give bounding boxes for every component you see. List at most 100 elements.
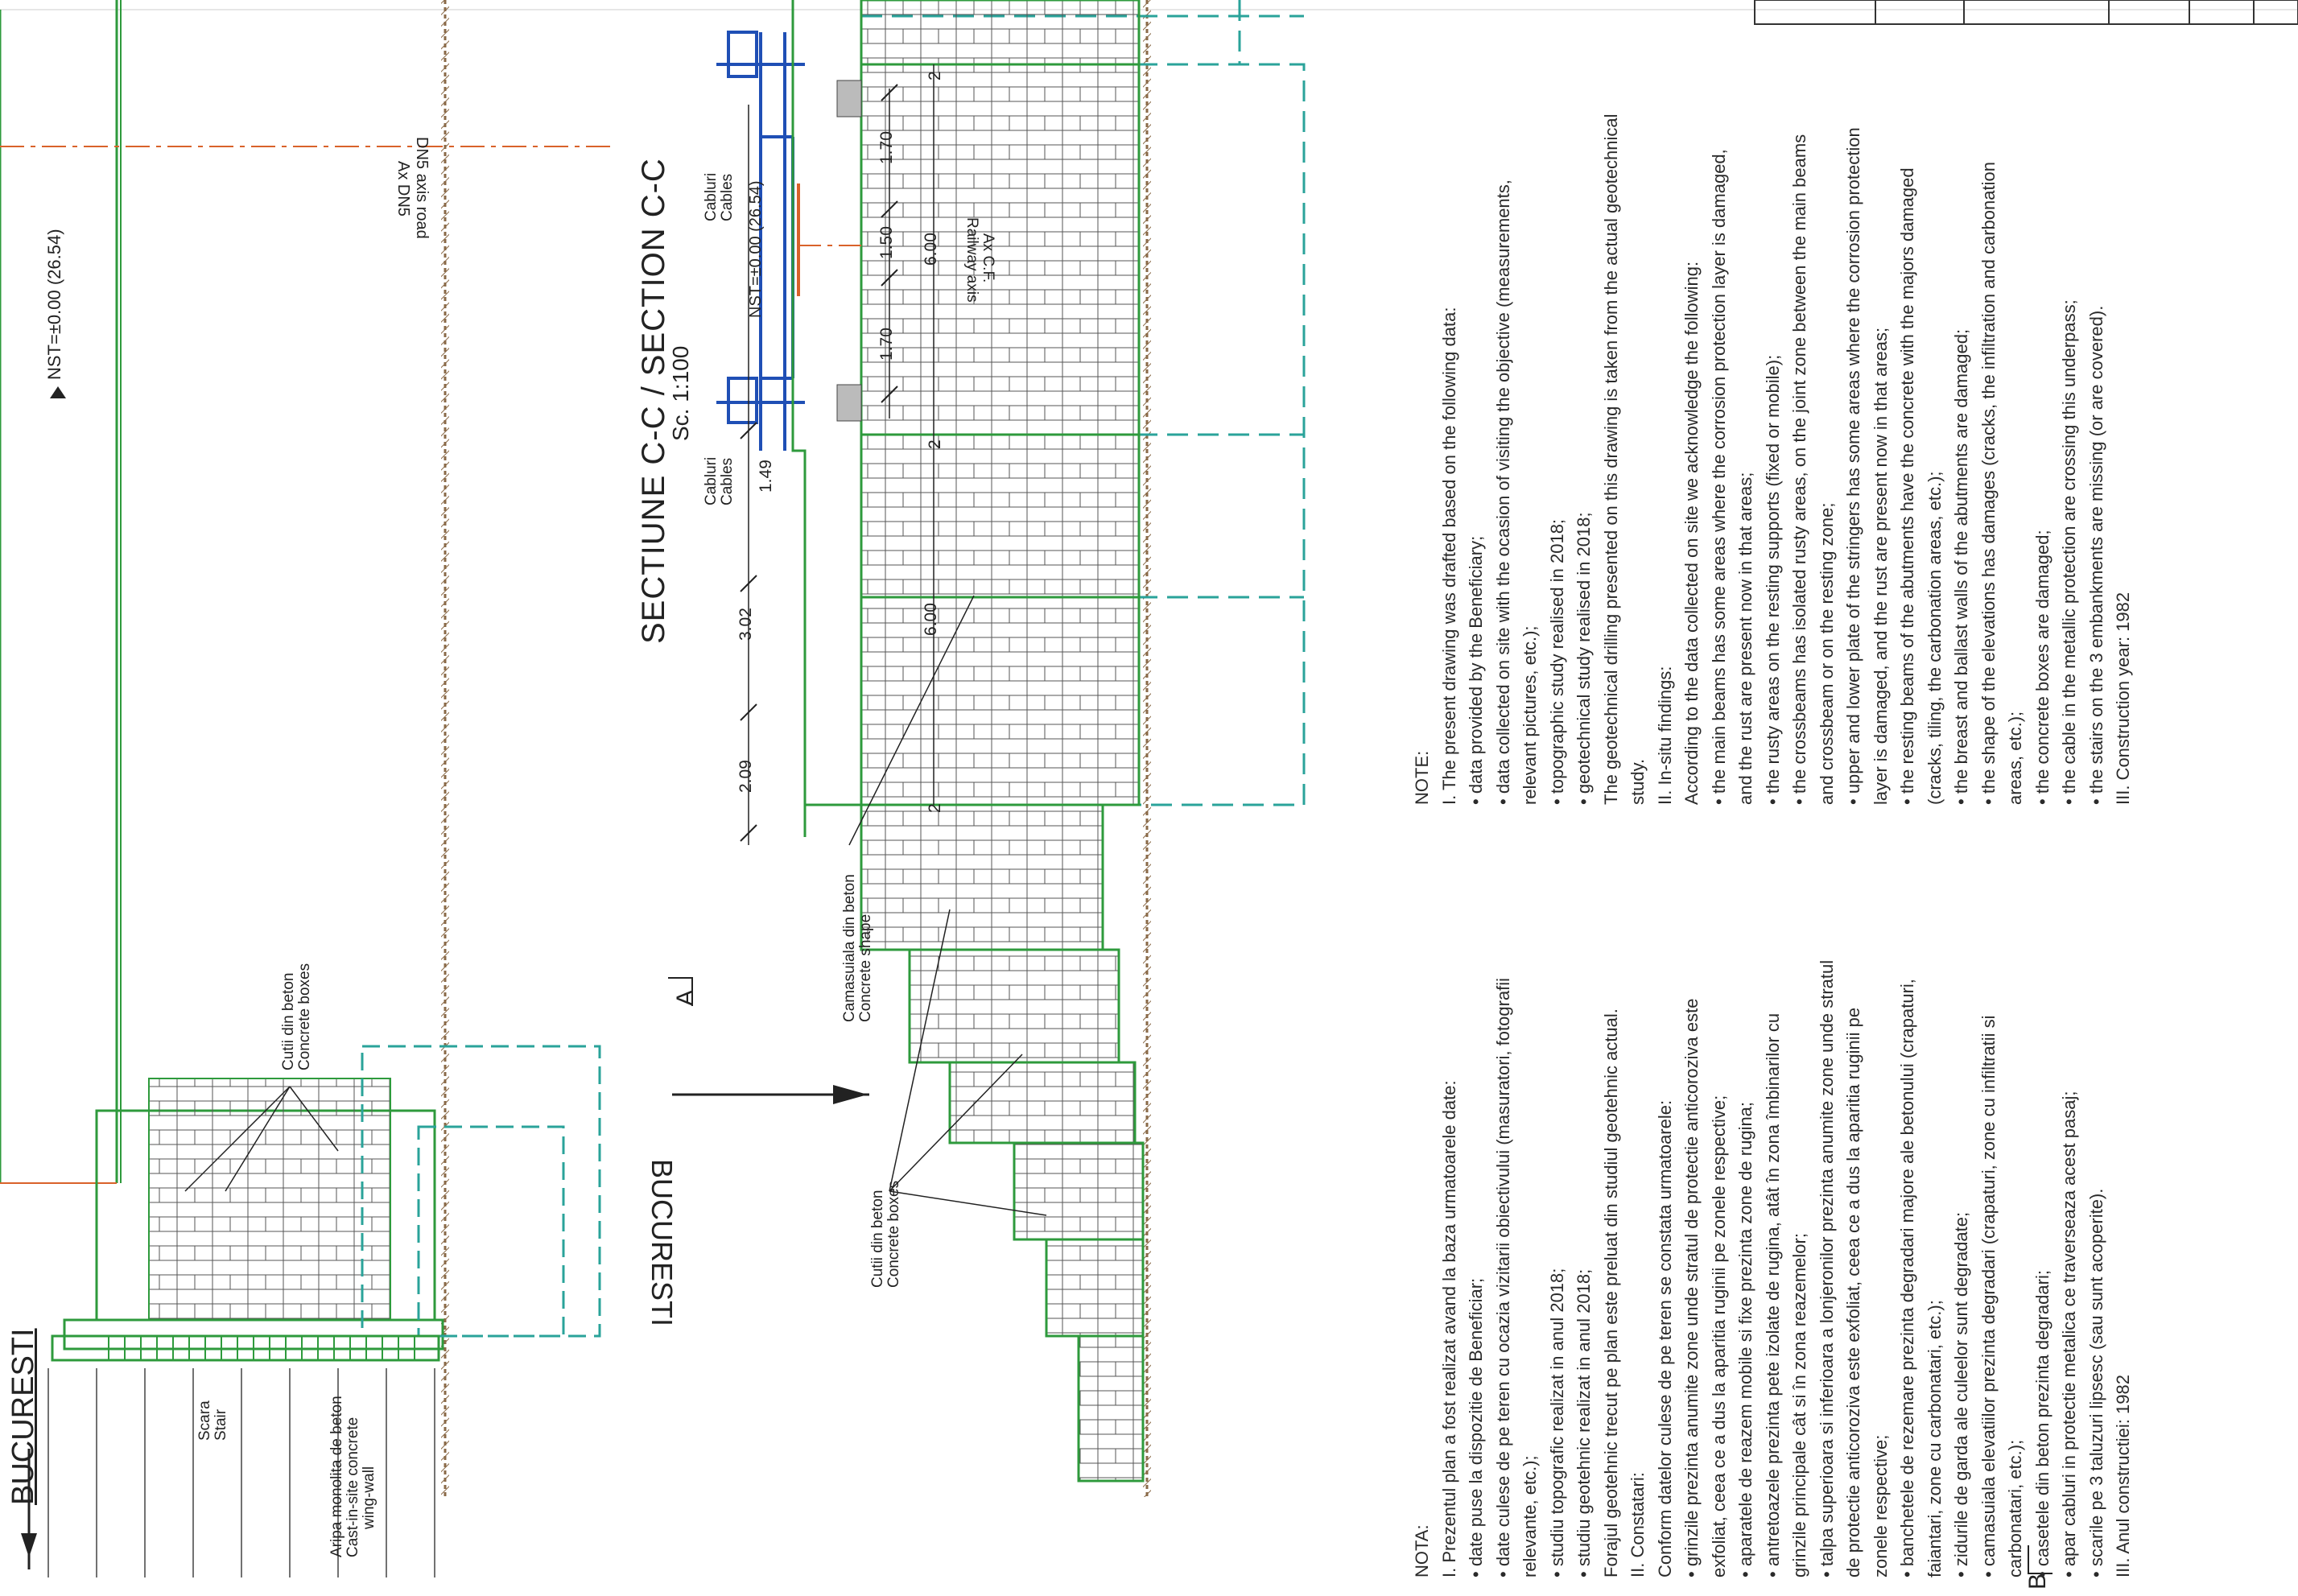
- cast-in-site-label: Cast-in-site concrete: [344, 1417, 361, 1557]
- notes-en-line: • topographic study realised in 2018;: [1546, 518, 1567, 805]
- dn5-axis-road-label: DN5 axis road: [413, 137, 431, 239]
- notes-ro-line: relevante, etc.);: [1520, 1455, 1540, 1577]
- cutii-beton-bottom-label: Cutii din beton: [869, 1190, 886, 1288]
- notes-ro-line: • talpa superioara si inferioara a lonje…: [1816, 959, 1837, 1577]
- notes-ro-line: de protectie anticoroziva este exfoliat,…: [1843, 1007, 1863, 1577]
- title-block-fragment: [1754, 0, 2298, 25]
- left-plan-view: [0, 0, 612, 1184]
- notes-en-line: II. In-situ findings:: [1654, 666, 1675, 805]
- notes-ro-line: grinzile principale cât si în zona reaze…: [1789, 1233, 1809, 1577]
- notes-en-line: and the rust are present now in that are…: [1735, 472, 1755, 805]
- cutii-beton-top-label: Cutii din beton: [280, 972, 297, 1070]
- concrete-boxes-bottom-label: Concrete boxes: [885, 1180, 902, 1288]
- section-marker-a: A: [672, 989, 699, 1006]
- notes-ro-line: • apar cabluri in protectie metalica ce …: [2059, 1091, 2079, 1577]
- notes-en-line: • the main beams has some areas where th…: [1708, 149, 1729, 805]
- dim-2-09: 2.09: [736, 760, 755, 793]
- dim-2-a: 2: [926, 71, 944, 80]
- notes-ro-line: • zidurile de garda ale culeelor sunt de…: [1951, 1211, 1971, 1577]
- notes-en-line: The geotechnical drilling presented on t…: [1600, 113, 1621, 805]
- ax-cf-label: Ax C.F.: [980, 233, 996, 283]
- notes-en-line: According to the data collected on site …: [1681, 261, 1702, 805]
- dim-1-70-a: 1.70: [877, 131, 896, 164]
- notes-english: NOTE: I. The present drawing was drafted…: [1409, 113, 2137, 805]
- notes-ro-line: • date culese de pe teren cu ocazia vizi…: [1492, 977, 1513, 1577]
- railway-axis-label: Railway axis: [963, 217, 980, 303]
- notes-en-line: • the shape of the elevations has damage…: [1978, 162, 1999, 805]
- notes-ro-line: Forajul geotehnic trecut pe plan este pr…: [1600, 1008, 1621, 1577]
- dim-1-49: 1.49: [757, 460, 775, 493]
- wing-wall-region: [47, 1045, 601, 1577]
- notes-en-line: • data collected on site with the ocasio…: [1492, 179, 1513, 805]
- section-cc: [716, 0, 1306, 1483]
- notes-ro-line: faiantari, zone cu carbonatari, etc.);: [1924, 1300, 1945, 1577]
- notes-ro-line: carbonatari, etc.);: [2005, 1439, 2025, 1577]
- notes-ro-line: • aparatele de reazem mobile si fixe pre…: [1735, 1101, 1755, 1577]
- notes-en-line: • the resting beams of the abutments hav…: [1897, 167, 1917, 805]
- aripa-label: Aripa monolita de beton: [328, 1396, 345, 1557]
- cables-label-bottom: Cables: [719, 457, 736, 505]
- section-title: SECTIUNE C-C / SECTION C-C: [636, 158, 671, 644]
- dim-1-70-b: 1.70: [877, 328, 896, 361]
- concrete-shape-label: Concrete shape: [857, 913, 874, 1022]
- notes-en-line: layer is damaged, and the rust are prese…: [1870, 327, 1891, 805]
- bucuresti-mid-label: BUCURESTI: [646, 1159, 679, 1327]
- bucuresti-left-label: BUCURESTI: [6, 1328, 40, 1505]
- notes-ro-line: • antretoazele prezinta pete izolate de …: [1762, 1012, 1783, 1577]
- cables-label-top: Cables: [719, 173, 736, 221]
- ground-hatch: [441, 0, 1151, 1497]
- notes-ro-line: Conform datelor culese de pe teren se co…: [1654, 1099, 1675, 1577]
- concrete-boxes-top-label: Concrete boxes: [296, 963, 313, 1070]
- camasuiala-label: Camasuiala din beton: [841, 874, 858, 1022]
- stair-steps: [108, 1336, 415, 1360]
- notes-en-line: • the stairs on the 3 embankments are mi…: [2086, 305, 2106, 805]
- dim-1-50: 1.50: [877, 226, 896, 259]
- notes-ro-line: • studiu topografic realizat in anul 201…: [1546, 1268, 1567, 1577]
- notes-en-line: areas, etc.);: [2005, 711, 2025, 805]
- notes-ro-heading: NOTA:: [1412, 1524, 1432, 1577]
- notes-ro-line: zonele respective;: [1870, 1434, 1891, 1577]
- dim-2-b: 2: [926, 439, 944, 449]
- section-scale: Sc. 1:100: [668, 345, 693, 441]
- scara-label: Scara: [196, 1400, 213, 1441]
- notes-ro-line: • grinzile prezinta anumite zone unde st…: [1681, 998, 1702, 1577]
- notes-ro-line: • studiu geotehnic realizat in anul 2018…: [1574, 1268, 1594, 1577]
- notes-en-line: • upper and lower plate of the stringers…: [1843, 127, 1863, 805]
- direction-arrows: [21, 977, 2053, 1574]
- notes-romanian: NOTA: I. Prezentul plan a fost realizat …: [1409, 960, 2137, 1577]
- cabluri-label-bottom: Cabluri: [703, 456, 720, 505]
- notes-ro-line: • banchetele de rezemare prezinta degrad…: [1897, 979, 1917, 1577]
- notes-ro-line: • date puse la dispozitie de Beneficiar;: [1466, 1277, 1486, 1577]
- notes-ro-line: • scarile pe 3 taluzuri lipsesc (sau sun…: [2086, 1188, 2106, 1577]
- notes-en-line: (cracks, tiling, the carbonation areas, …: [1924, 471, 1945, 805]
- cabluri-label-top: Cabluri: [703, 172, 720, 221]
- notes-en-line: study.: [1628, 758, 1648, 805]
- dim-6-00-b: 6.00: [922, 603, 940, 636]
- nst-top-label: NST=±0.00 (26.54): [44, 229, 64, 380]
- dim-2-c: 2: [926, 803, 944, 813]
- notes-ro-line: III. Anul constructiei: 1982: [2113, 1375, 2133, 1577]
- notes-ro-line: II. Constatari:: [1628, 1472, 1648, 1577]
- wing-wall-label: wing-wall: [361, 1466, 377, 1529]
- lower-fence: [47, 1368, 435, 1577]
- notes-en-line: III. Construction year: 1982: [2113, 592, 2133, 805]
- notes-ro-line: • camasuiala elevatiilor prezinta degrad…: [1978, 1015, 1999, 1577]
- stair-label: Stair: [212, 1408, 229, 1441]
- notes-ro-line: exfoliat, ceea ce a dus la aparitia rugi…: [1708, 1095, 1729, 1577]
- notes-en-line: • the concrete boxes are damaged;: [2032, 530, 2053, 805]
- notes-ro-line: • casetele din beton prezinta degradari;: [2032, 1270, 2053, 1577]
- notes-en-line: • the breast and ballast walls of the ab…: [1951, 328, 1971, 805]
- dim-3-02: 3.02: [736, 608, 755, 641]
- notes-en-line: • the cable in the metallic protection a…: [2059, 299, 2079, 805]
- notes-ro-line: I. Prezentul plan a fost realizat avand …: [1438, 1080, 1459, 1577]
- ax-dn5-label: Ax DN5: [394, 161, 412, 217]
- notes-en-line: relevant pictures, etc.);: [1520, 625, 1540, 805]
- notes-en-heading: NOTE:: [1412, 750, 1432, 805]
- notes-en-line: • data provided by the Beneficiary;: [1466, 535, 1486, 805]
- notes-en-line: I. The present drawing was drafted based…: [1438, 307, 1459, 805]
- notes-en-line: • geotechnical study realised in 2018;: [1574, 512, 1594, 805]
- dim-6-00-a: 6.00: [922, 233, 940, 266]
- nst-section-label: NST=±0.00 (26.54): [747, 180, 765, 318]
- notes-en-line: • the rusty areas on the resting support…: [1762, 354, 1783, 805]
